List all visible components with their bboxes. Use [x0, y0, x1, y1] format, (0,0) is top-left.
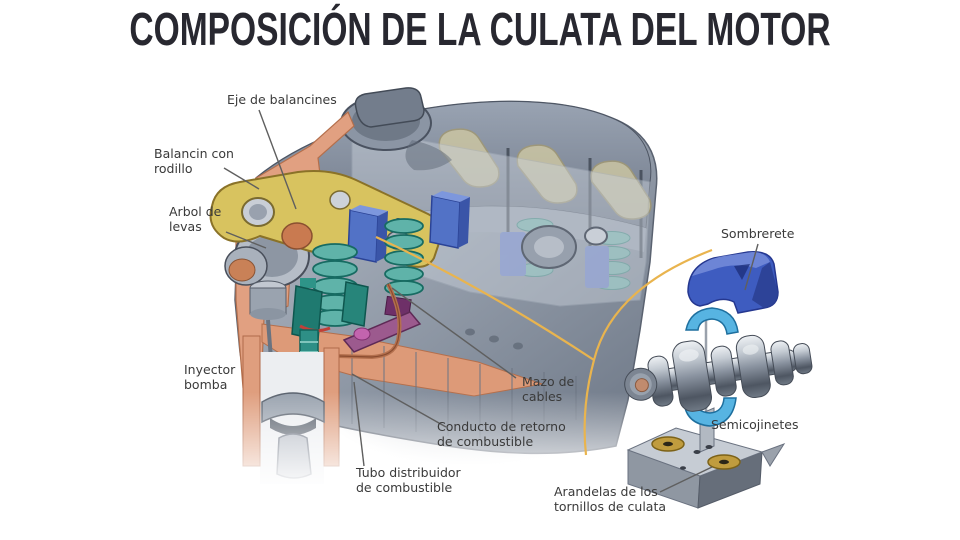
- wiring-harness: [337, 283, 402, 360]
- label-semicojinetes: Semicojinetes: [711, 417, 799, 432]
- leader-mazo-cables: [391, 287, 517, 379]
- label-balancin-rodillo: Balancin con rodillo: [154, 146, 234, 176]
- camshaft-detail-inset: [624, 251, 813, 509]
- bearing-shell-upper: [685, 307, 739, 335]
- label-conducto-retorno: Conducto de retorno de combustible: [437, 419, 566, 449]
- page-title: COMPOSICIÓN DE LA CULATA DEL MOTOR: [129, 4, 831, 56]
- label-eje-balancines: Eje de balancines: [227, 92, 337, 107]
- valve-guide-blocks: [291, 278, 369, 341]
- block-boss: [521, 225, 608, 269]
- leader-sombrerete: [744, 243, 759, 291]
- magnifier-highlight-lines: [375, 236, 713, 456]
- leader-conducto-retorno: [351, 373, 447, 428]
- rocker-roller: [281, 222, 313, 250]
- label-arandelas: Arandelas de los tornillos de culata: [554, 484, 667, 514]
- clamp-block-2: [429, 191, 470, 249]
- camshaft-detail: [624, 334, 813, 412]
- block-bolt-holes: [465, 328, 523, 350]
- head-bolt-washers: [651, 436, 741, 470]
- leader-tubo-distribuidor: [353, 381, 365, 467]
- main-engine-cutaway: [209, 87, 670, 510]
- head-block-with-washers: [626, 407, 786, 509]
- sombrerete-cap: [687, 251, 779, 314]
- leader-eje-balancines: [258, 109, 297, 210]
- bottom-fade: [220, 392, 670, 510]
- label-tubo-distribuidor: Tubo distribuidor de combustible: [356, 465, 461, 495]
- leader-lines: [223, 109, 759, 493]
- label-inyector-bomba: Inyector bomba: [184, 362, 236, 392]
- leader-arandelas: [659, 466, 713, 493]
- label-arbol-levas: Arbol de levas: [169, 204, 222, 234]
- leader-balancin-rodillo: [223, 167, 260, 190]
- label-mazo-cables: Mazo de cables: [522, 374, 575, 404]
- leader-arbol-levas: [225, 231, 267, 249]
- label-sombrerete: Sombrerete: [721, 226, 795, 241]
- bearing-shell-lower: [683, 397, 737, 427]
